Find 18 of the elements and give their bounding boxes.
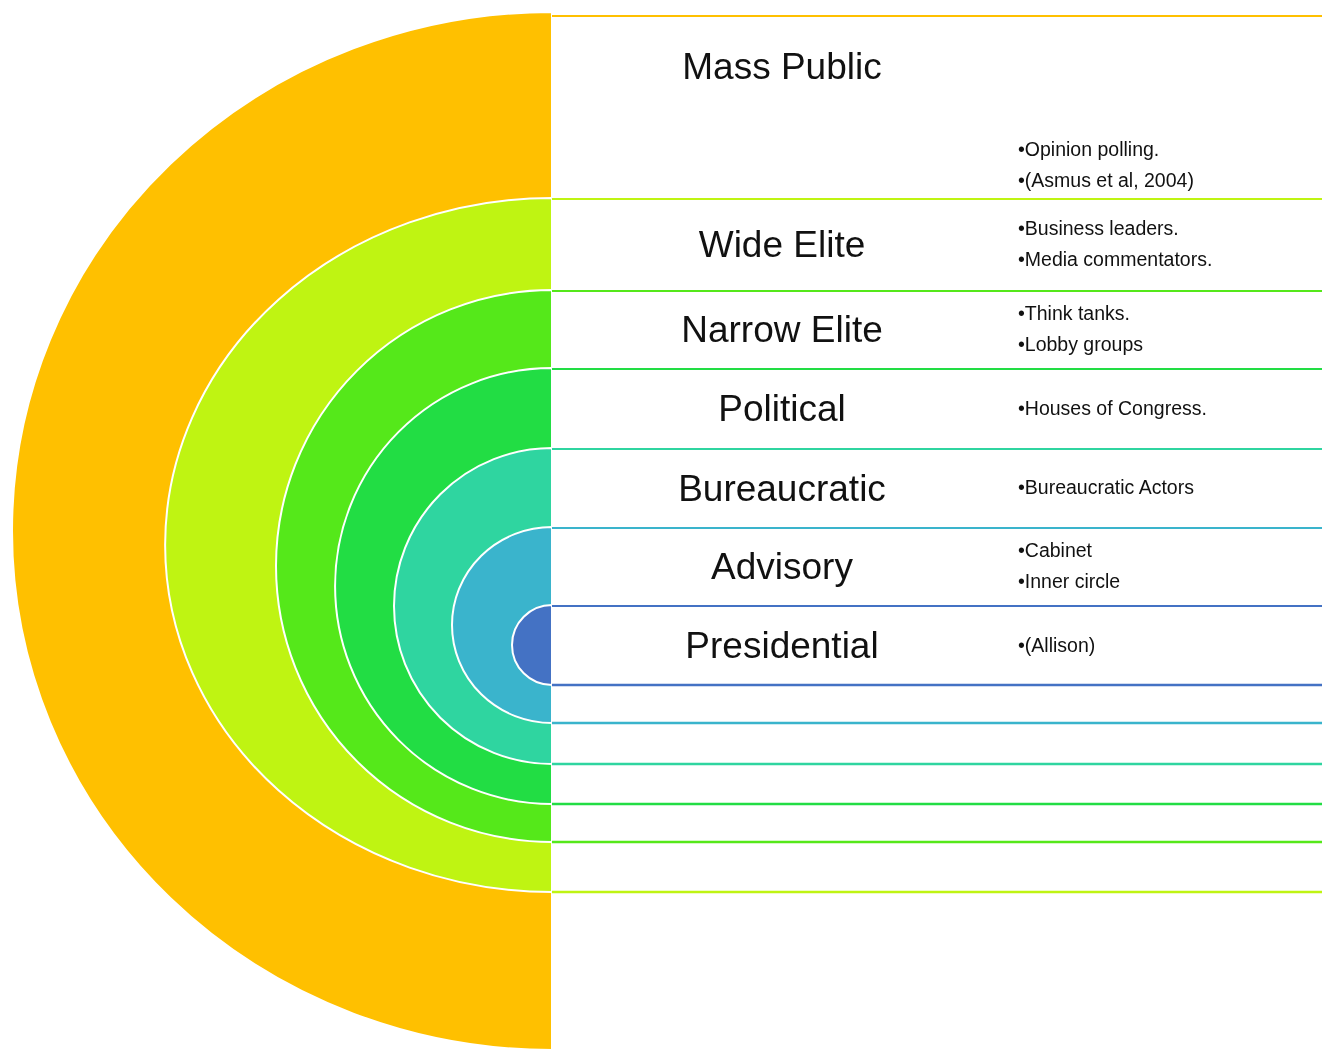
- bullet-item: •Lobby groups: [1018, 332, 1144, 357]
- bullet-item: •(Allison): [1018, 632, 1097, 658]
- layer-title: Wide Elite: [697, 223, 867, 267]
- layer-title: Mass Public: [681, 45, 883, 89]
- layer-title: Advisory: [710, 545, 854, 589]
- layer-title: Political: [717, 387, 847, 431]
- bullet-item: •Media commentators.: [1018, 247, 1214, 272]
- bullet-item: •Cabinet: [1018, 538, 1094, 563]
- bullet-item: •Bureaucratic Actors: [1018, 475, 1195, 500]
- bullet-item: •Houses of Congress.: [1018, 395, 1208, 421]
- bullet-item: •Business leaders.: [1018, 216, 1180, 241]
- layer-title: Narrow Elite: [680, 308, 884, 352]
- layer-title: Presidential: [684, 624, 880, 668]
- layer-title: Bureaucratic: [677, 466, 887, 511]
- bullet-item: •Opinion polling.: [1018, 137, 1161, 162]
- bullet-item: •Inner circle: [1018, 569, 1122, 594]
- bullet-item: •Think tanks.: [1018, 301, 1131, 326]
- bullet-item: •(Asmus et al, 2004): [1018, 168, 1195, 193]
